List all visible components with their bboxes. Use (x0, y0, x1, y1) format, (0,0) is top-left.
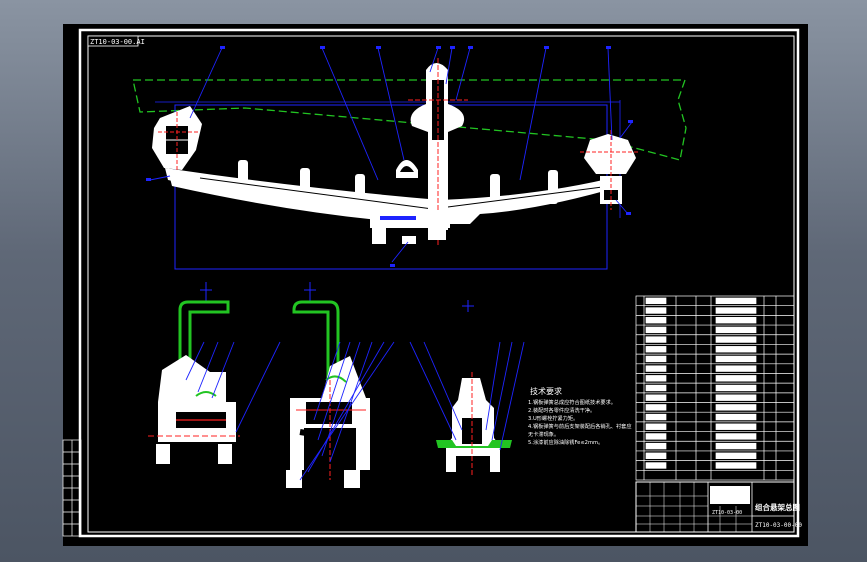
parts-list-cell-text (645, 375, 667, 382)
parts-list-cell-text (715, 452, 757, 459)
parts-list-cell-text (645, 404, 667, 411)
section-view (436, 300, 512, 476)
notes-line: 3.U形螺栓拧紧力矩。 (528, 414, 578, 422)
parts-list-cell-text (645, 365, 667, 372)
notes-line: 2.装配时各零件应清洗干净。 (528, 406, 595, 414)
notes-line: 5.涂漆前应除油除锈Fe≤2mm。 (528, 438, 603, 446)
corner-code: ZT10-03-00.AI (90, 38, 145, 46)
side-view-rear (286, 282, 370, 488)
sheet-inner-frame (87, 35, 795, 533)
notes-line: 无卡滞现象。 (528, 430, 559, 438)
parts-list-cell-text (645, 442, 667, 450)
parts-list-cell-text (715, 404, 757, 411)
leader-lines-view1 (185, 341, 281, 433)
parts-list-cell-text (645, 413, 667, 421)
parts-list-cell-text (715, 355, 757, 363)
parts-list-cell-text (715, 384, 757, 392)
parts-list-cell-text (715, 336, 757, 343)
parts-list-cell-text (715, 375, 757, 382)
parts-list-cell-text (645, 317, 667, 324)
parts-list-cell-text (645, 307, 667, 314)
front-hanger-bracket (152, 106, 202, 170)
leaf-clips (238, 160, 558, 210)
parts-list-cell-text (645, 355, 667, 363)
parts-list-cell-text (715, 394, 757, 401)
parts-list-cell-text (645, 297, 667, 305)
technical-notes: 技术要求 1.钢板弹簧总成应符合图纸技术要求。 2.装配时各零件应清洗干净。 3… (528, 386, 632, 446)
parts-list-cell-text (715, 462, 757, 469)
sheet-frame (78, 28, 800, 538)
parts-list-cell-text (645, 433, 667, 440)
parts-list-cell-text (715, 413, 757, 421)
parts-list-cell-text (715, 297, 757, 305)
title-block-center-code: ZT10-03-00 (712, 510, 742, 516)
parts-list-table (635, 295, 795, 481)
parts-list-cell-text (645, 452, 667, 459)
notes-heading: 技术要求 (530, 386, 562, 396)
center-axle-assembly (370, 58, 468, 245)
notes-line: 4.钢板弹簧与前后支架装配后各销孔、衬套应 (528, 422, 632, 430)
parts-list-cell-text (715, 433, 757, 440)
leaf-spring-pack (165, 168, 622, 224)
corner-code-box (87, 35, 139, 47)
parts-list-cell-text (715, 307, 757, 314)
parts-list-cell-text (715, 365, 757, 372)
left-stamp-table (62, 439, 82, 537)
parts-list-cell-text (715, 423, 757, 430)
drawing-title: 组合悬架总图 (755, 502, 800, 512)
parts-list-cell-text (645, 423, 667, 430)
drawing-number: ZT10-03-00-00 (755, 522, 802, 529)
parts-list-cell-text (715, 326, 757, 334)
parts-list-cell-text (715, 346, 757, 353)
parts-list-cell-text (645, 326, 667, 334)
notes-line: 1.钢板弹簧总成应符合图纸技术要求。 (528, 398, 616, 406)
title-block: ZT10-03-00 组合悬架总图 ZT10-03-00-00 (635, 481, 802, 533)
leader-lines-section (409, 341, 525, 451)
parts-list-cell-text (715, 442, 757, 450)
parts-list-cell-text (645, 394, 667, 401)
parts-list-cell-text (645, 336, 667, 343)
side-view-front (148, 282, 240, 464)
leader-lines-main (149, 47, 633, 263)
parts-list-cell-text (645, 346, 667, 353)
parts-list-cell-text (645, 384, 667, 392)
leader-lines-view2 (299, 341, 395, 481)
parts-list-cell-text (645, 462, 667, 469)
rear-shackle-bracket (580, 130, 640, 210)
parts-list-cell-text (715, 317, 757, 324)
